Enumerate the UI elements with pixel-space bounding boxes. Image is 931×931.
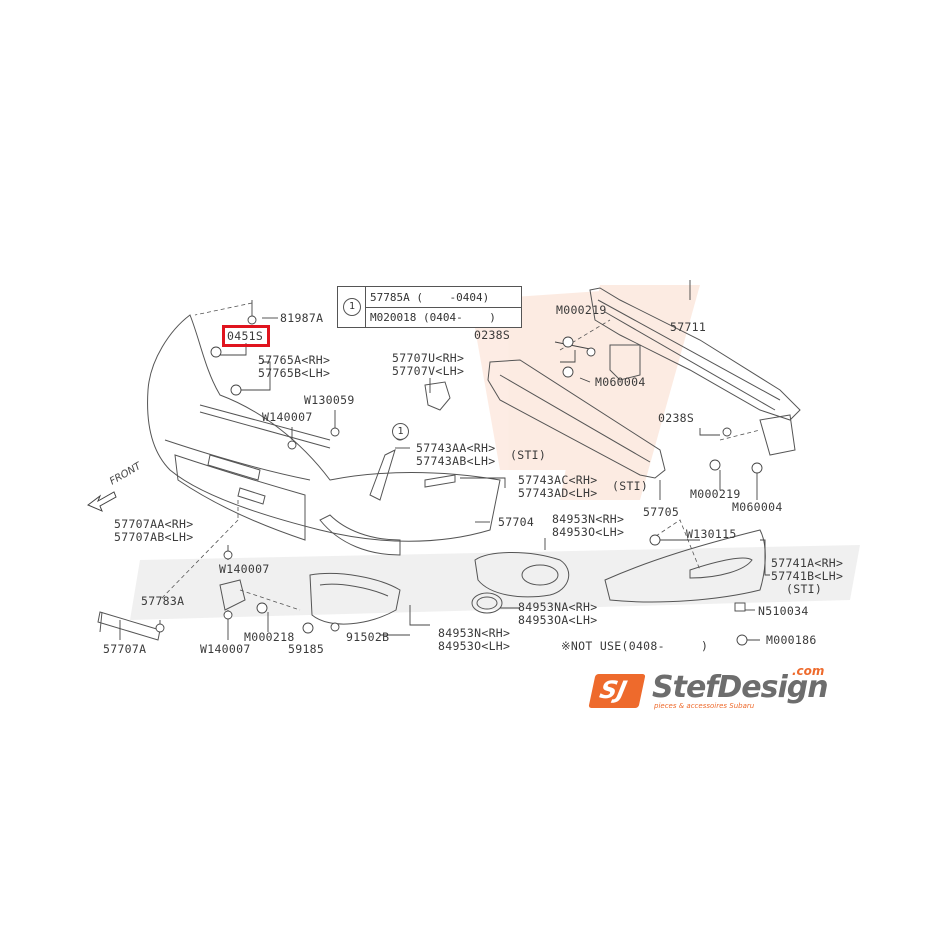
part-label-59185[interactable]: 59185 [288, 642, 325, 656]
part-label-0238S[interactable]: 0238S [474, 328, 511, 342]
part-label-57704[interactable]: 57704 [498, 515, 535, 529]
part-label-M000218[interactable]: M000218 [244, 630, 295, 644]
part-label-W130115[interactable]: W130115 [686, 527, 737, 541]
part-label-M000186[interactable]: M000186 [766, 633, 817, 647]
part-label-84953O[interactable]: 84953O<LH> [552, 525, 625, 539]
part-label-M060004[interactable]: M060004 [595, 375, 646, 389]
part-label-84953NA[interactable]: 84953NA<RH> [518, 600, 598, 614]
part-label-84953O[interactable]: 84953O<LH> [438, 639, 511, 653]
part-label-57743AA[interactable]: 57743AA<RH> [416, 441, 496, 455]
logo-mark-icon: SJ [588, 674, 646, 708]
part-label-57743AD[interactable]: 57743AD<LH> [518, 486, 598, 500]
table-divider [365, 307, 521, 308]
sti-note: (STI) [786, 582, 823, 596]
table-row: M020018 (0404- ) [370, 311, 496, 324]
part-label-M060004[interactable]: M060004 [732, 500, 783, 514]
part-label-W140007[interactable]: W140007 [219, 562, 270, 576]
part-label-57741B[interactable]: 57741B<LH> [771, 569, 844, 583]
sti-note: (STI) [510, 448, 547, 462]
part-label-57743AB[interactable]: 57743AB<LH> [416, 454, 496, 468]
part-label-57765B[interactable]: 57765B<LH> [258, 366, 331, 380]
reference-symbol: 1 [343, 298, 361, 316]
part-label-0238S[interactable]: 0238S [658, 411, 695, 425]
logo-domain: .com [792, 664, 825, 678]
usage-note: ※NOT USE(0408- ) [561, 639, 709, 653]
part-label-57741A[interactable]: 57741A<RH> [771, 556, 844, 570]
part-label-57743AC[interactable]: 57743AC<RH> [518, 473, 598, 487]
part-label-W130059[interactable]: W130059 [304, 393, 355, 407]
part-label-57765A[interactable]: 57765A<RH> [258, 353, 331, 367]
part-label-M000219[interactable]: M000219 [690, 487, 741, 501]
part-label-84953OA[interactable]: 84953OA<LH> [518, 613, 598, 627]
logo-brand-name: StefDesign [652, 670, 829, 705]
front-arrow-icon [87, 491, 117, 512]
part-label-57707AA[interactable]: 57707AA<RH> [114, 517, 194, 531]
table-row: 57785A ( -0404) [370, 291, 489, 304]
part-label-W140007[interactable]: W140007 [262, 410, 313, 424]
part-label-57783A[interactable]: 57783A [141, 594, 185, 608]
callout-symbol: 1 [392, 423, 409, 440]
part-number[interactable]: 57785A [370, 291, 410, 304]
part-label-84953N[interactable]: 84953N<RH> [438, 626, 511, 640]
part-label-57707A[interactable]: 57707A [103, 642, 147, 656]
highlight-box [222, 325, 270, 347]
part-label-0451S[interactable]: 0451S [227, 329, 264, 343]
part-label-57707V[interactable]: 57707V<LH> [392, 364, 465, 378]
part-label-M000219[interactable]: M000219 [556, 303, 607, 317]
stefdesign-logo: SJ StefDesign .com pieces & accessoires … [588, 664, 847, 712]
part-label-W140007[interactable]: W140007 [200, 642, 251, 656]
part-label-91502B[interactable]: 91502B [346, 630, 390, 644]
part-label-57711[interactable]: 57711 [670, 320, 707, 334]
part-number[interactable]: M020018 [370, 311, 417, 324]
part-label-57707U[interactable]: 57707U<RH> [392, 351, 465, 365]
part-label-81987A[interactable]: 81987A [280, 311, 324, 325]
date-range: (0404- ) [422, 311, 496, 324]
part-label-57705[interactable]: 57705 [643, 505, 680, 519]
part-label-84953N[interactable]: 84953N<RH> [552, 512, 625, 526]
part-label-57707AB[interactable]: 57707AB<LH> [114, 530, 194, 544]
part-label-N510034[interactable]: N510034 [758, 604, 809, 618]
date-range: ( -0404) [416, 291, 490, 304]
sti-note: (STI) [612, 479, 649, 493]
reference-table: 1 57785A ( -0404) M020018 (0404- ) [337, 286, 522, 328]
logo-tagline: pieces & accessoires Subaru [654, 702, 755, 710]
